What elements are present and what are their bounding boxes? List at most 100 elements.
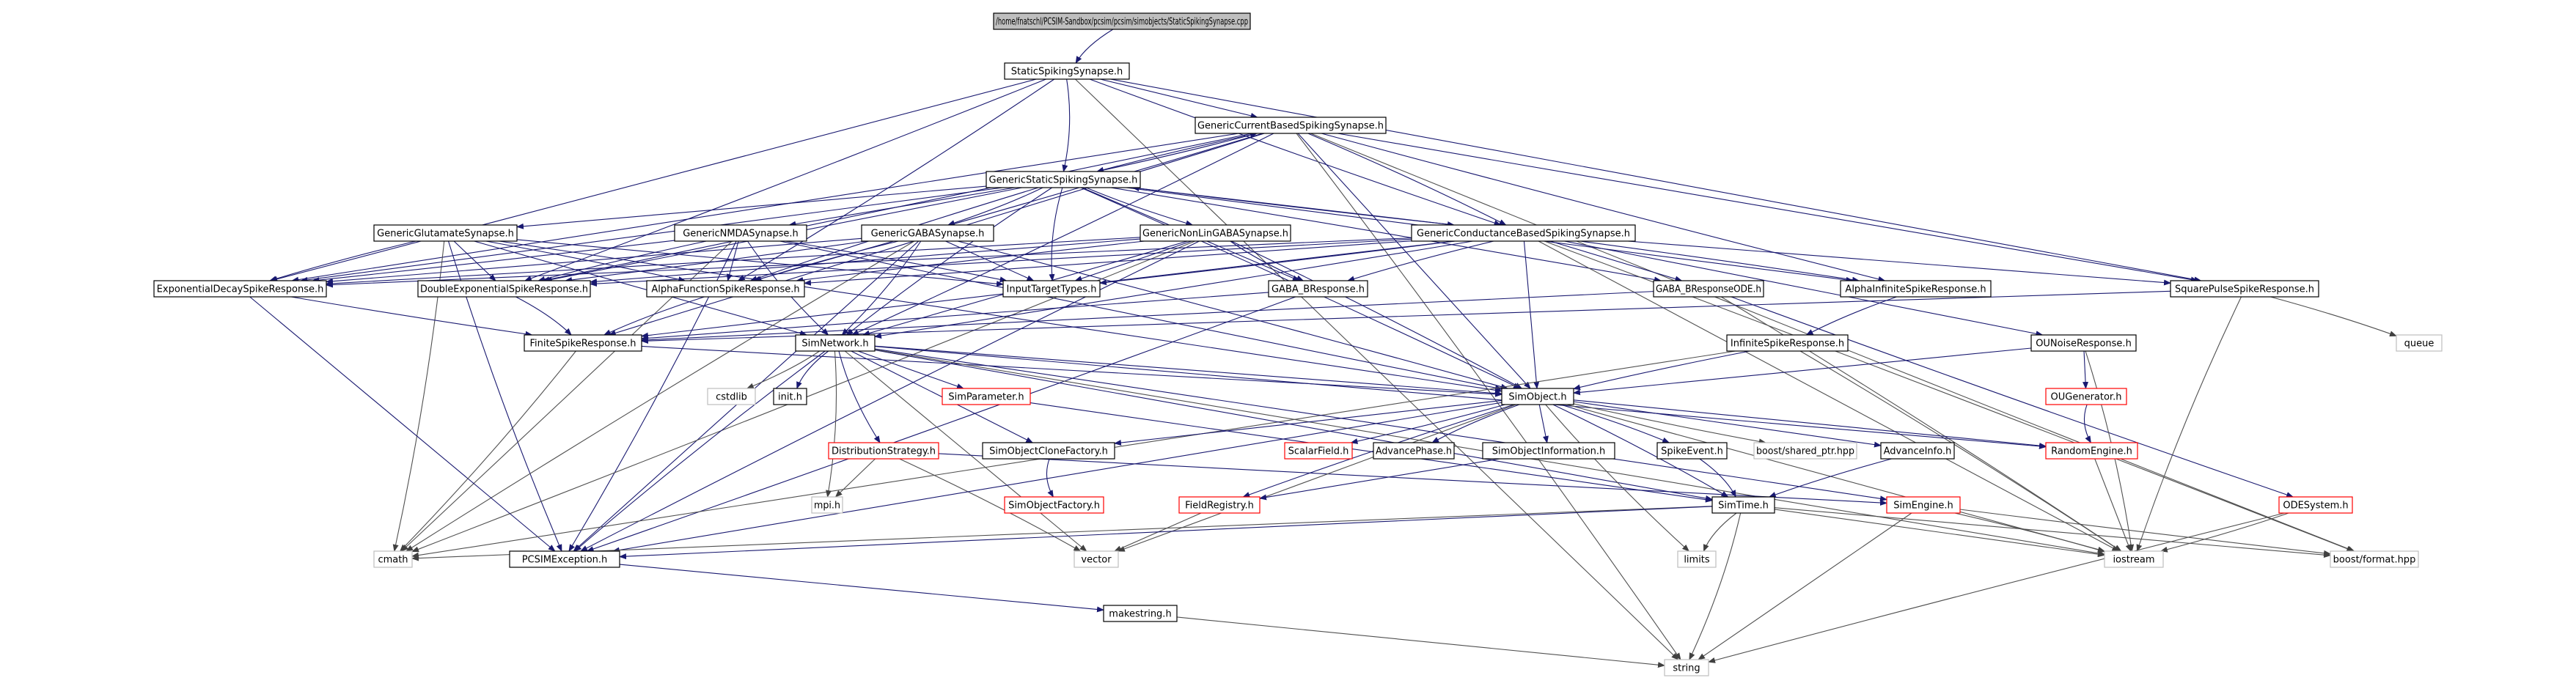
edge-ggaba-to-simobj xyxy=(957,240,1508,390)
node-box xyxy=(1195,117,1387,134)
node-box xyxy=(2396,334,2443,352)
node-root[interactable]: /home/fnatschl/PCSIM-Sandbox/pcsim/pcsim… xyxy=(993,12,1251,30)
edge-ougen-to-randeng xyxy=(2083,404,2091,443)
node-gnonlin[interactable]: GenericNonLinGABASynapse.h xyxy=(1140,224,1291,242)
node-label: /home/fnatschl/PCSIM-Sandbox/pcsim/pcsim… xyxy=(996,17,1248,28)
node-ounoise[interactable]: OUNoiseResponse.h xyxy=(2030,334,2137,352)
edge-gnonlin-to-pcsimexc xyxy=(580,240,1200,552)
node-box xyxy=(1840,280,1992,298)
edge-gglu-to-simobj xyxy=(499,240,1502,394)
edge-expdec-to-pcsimexc xyxy=(249,296,556,552)
edge-randeng-to-iostream xyxy=(2094,458,2132,552)
edge-simtime-to-cmath xyxy=(411,506,1713,561)
node-label: GenericNMDASynapse.h xyxy=(683,229,799,240)
node-odesys[interactable]: ODESystem.h xyxy=(2278,496,2353,514)
node-simparam[interactable]: SimParameter.h xyxy=(942,388,1031,405)
edge-ssh-to-gcond xyxy=(1089,78,1502,226)
node-simtime[interactable]: SimTime.h xyxy=(1711,496,1775,514)
node-box xyxy=(828,442,939,460)
node-finite[interactable]: FiniteSpikeResponse.h xyxy=(524,334,642,352)
node-gababr[interactable]: GABA_BResponse.h xyxy=(1268,280,1368,298)
edge-root-to-ssh xyxy=(1075,29,1114,64)
node-box xyxy=(2045,442,2138,460)
node-advinfo[interactable]: AdvanceInfo.h xyxy=(1880,442,1955,460)
edge-odesys-to-string xyxy=(1708,512,2285,663)
node-gcond[interactable]: GenericConductanceBasedSpikingSynapse.h xyxy=(1411,224,1636,242)
node-ggaba[interactable]: GenericGABASynapse.h xyxy=(861,224,994,242)
node-scalar[interactable]: ScalarField.h xyxy=(1284,442,1353,460)
edge-simnet-to-simparam xyxy=(857,350,964,389)
node-box xyxy=(1653,280,1764,298)
node-socf[interactable]: SimObjectCloneFactory.h xyxy=(982,442,1115,460)
edge-simnet-to-cstdlib xyxy=(746,350,820,389)
edge-simtime-to-pcsimexc xyxy=(619,506,1713,560)
node-alphainf[interactable]: AlphaInfiniteSpikeResponse.h xyxy=(1840,280,1992,298)
node-limits: limits xyxy=(1677,550,1717,568)
node-fieldreg[interactable]: FieldRegistry.h xyxy=(1178,496,1261,514)
node-gnmda[interactable]: GenericNMDASynapse.h xyxy=(674,224,807,242)
node-label: SquarePulseSpikeResponse.h xyxy=(2175,284,2314,295)
node-box xyxy=(982,442,1115,460)
node-label: GenericGABASynapse.h xyxy=(871,229,985,240)
node-randeng[interactable]: RandomEngine.h xyxy=(2045,442,2138,460)
node-gcb[interactable]: GenericCurrentBasedSpikingSynapse.h xyxy=(1195,117,1387,134)
node-label: OUNoiseResponse.h xyxy=(2036,339,2132,350)
node-simeng[interactable]: SimEngine.h xyxy=(1886,496,1961,514)
node-simobj[interactable]: SimObject.h xyxy=(1501,388,1574,405)
edge-gababr-to-finite xyxy=(641,292,1269,342)
node-gss[interactable]: GenericStaticSpikingSynapse.h xyxy=(986,171,1141,188)
node-diststrat[interactable]: DistributionStrategy.h xyxy=(828,442,939,460)
node-dblexp[interactable]: DoubleExponentialSpikeResponse.h xyxy=(417,280,591,298)
node-expdec[interactable]: ExponentialDecaySpikeResponse.h xyxy=(153,280,327,298)
edge-ounoise-to-ougen xyxy=(2083,350,2089,389)
edge-gcb-to-alphafn xyxy=(752,133,1263,282)
node-label: ExponentialDecaySpikeResponse.h xyxy=(157,284,324,295)
node-box xyxy=(1004,62,1130,80)
node-inith[interactable]: init.h xyxy=(773,388,807,405)
node-label: RandomEngine.h xyxy=(2051,446,2132,457)
edge-simnet-to-mpih xyxy=(826,350,837,498)
node-gababode[interactable]: GABA_BResponseODE.h xyxy=(1653,280,1764,298)
edge-gnmda-to-inputtt xyxy=(785,240,1008,283)
node-label: GenericGlutamateSynapse.h xyxy=(377,229,514,240)
edge-ggaba-to-inputtt xyxy=(945,240,1035,281)
node-ougen[interactable]: OUGenerator.h xyxy=(2045,388,2127,405)
node-box xyxy=(707,388,756,405)
edge-infinite-to-simobj xyxy=(1573,350,1750,391)
node-inputtt[interactable]: InputTargetTypes.h xyxy=(1002,280,1101,298)
node-label: OUGenerator.h xyxy=(2051,392,2122,403)
edge-gnonlin-to-dblexp xyxy=(590,238,1141,285)
edge-sqpulse-to-queue xyxy=(2270,296,2397,337)
edge-ssh-to-dblexp xyxy=(524,78,1046,281)
node-mkstring[interactable]: makestring.h xyxy=(1103,605,1178,622)
node-ssh[interactable]: StaticSpikingSynapse.h xyxy=(1004,62,1130,80)
node-simnet[interactable]: SimNetwork.h xyxy=(795,334,876,352)
node-label: InputTargetTypes.h xyxy=(1007,284,1097,295)
node-mpih: mpi.h xyxy=(811,496,843,514)
node-soinfo[interactable]: SimObjectInformation.h xyxy=(1482,442,1615,460)
edge-simnet-to-pcsimexc xyxy=(574,350,826,552)
edge-gcond-to-alphafn xyxy=(804,240,1412,286)
edge-gss-to-gglu xyxy=(516,185,987,229)
node-pcsimexc[interactable]: PCSIMException.h xyxy=(509,550,620,568)
edge-gcb-to-simobj xyxy=(1297,133,1531,389)
node-gglu[interactable]: GenericGlutamateSynapse.h xyxy=(373,224,518,242)
node-sofact[interactable]: SimObjectFactory.h xyxy=(1004,496,1104,514)
node-infinite[interactable]: InfiniteSpikeResponse.h xyxy=(1726,334,1849,352)
node-sqpulse[interactable]: SquarePulseSpikeResponse.h xyxy=(2170,280,2319,298)
node-spikeev[interactable]: SpikeEvent.h xyxy=(1656,442,1728,460)
node-label: InfiniteSpikeResponse.h xyxy=(1731,339,1844,350)
node-box xyxy=(773,388,807,405)
edge-odesys-to-iostream xyxy=(2159,512,2289,553)
node-advphase[interactable]: AdvancePhase.h xyxy=(1373,442,1455,460)
node-box xyxy=(153,280,327,298)
edge-gglu-to-alphafn xyxy=(485,240,686,282)
node-box xyxy=(674,224,807,242)
node-box xyxy=(1677,550,1717,568)
edge-simobj-to-vector xyxy=(1117,404,1516,552)
node-label: GenericStaticSpikingSynapse.h xyxy=(989,175,1138,186)
node-label: ODESystem.h xyxy=(2283,501,2348,512)
edge-ggaba-to-simnet xyxy=(841,240,922,336)
node-alphafn[interactable]: AlphaFunctionSpikeResponse.h xyxy=(646,280,805,298)
